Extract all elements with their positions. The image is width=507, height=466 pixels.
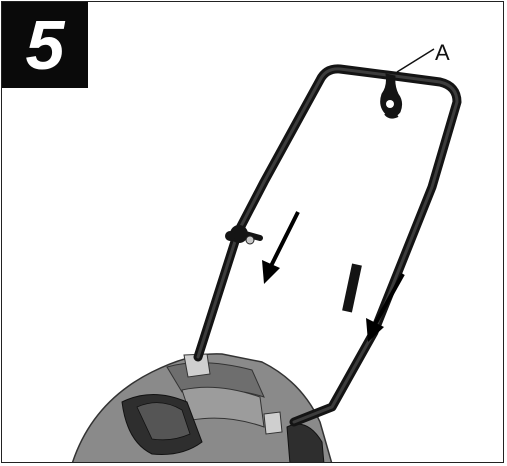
lawnmower-handle-illustration [2,2,504,463]
mower-body [72,354,332,463]
arrow-left [262,212,298,284]
callout-label-a: A [435,40,450,66]
arrow-right [366,274,403,342]
